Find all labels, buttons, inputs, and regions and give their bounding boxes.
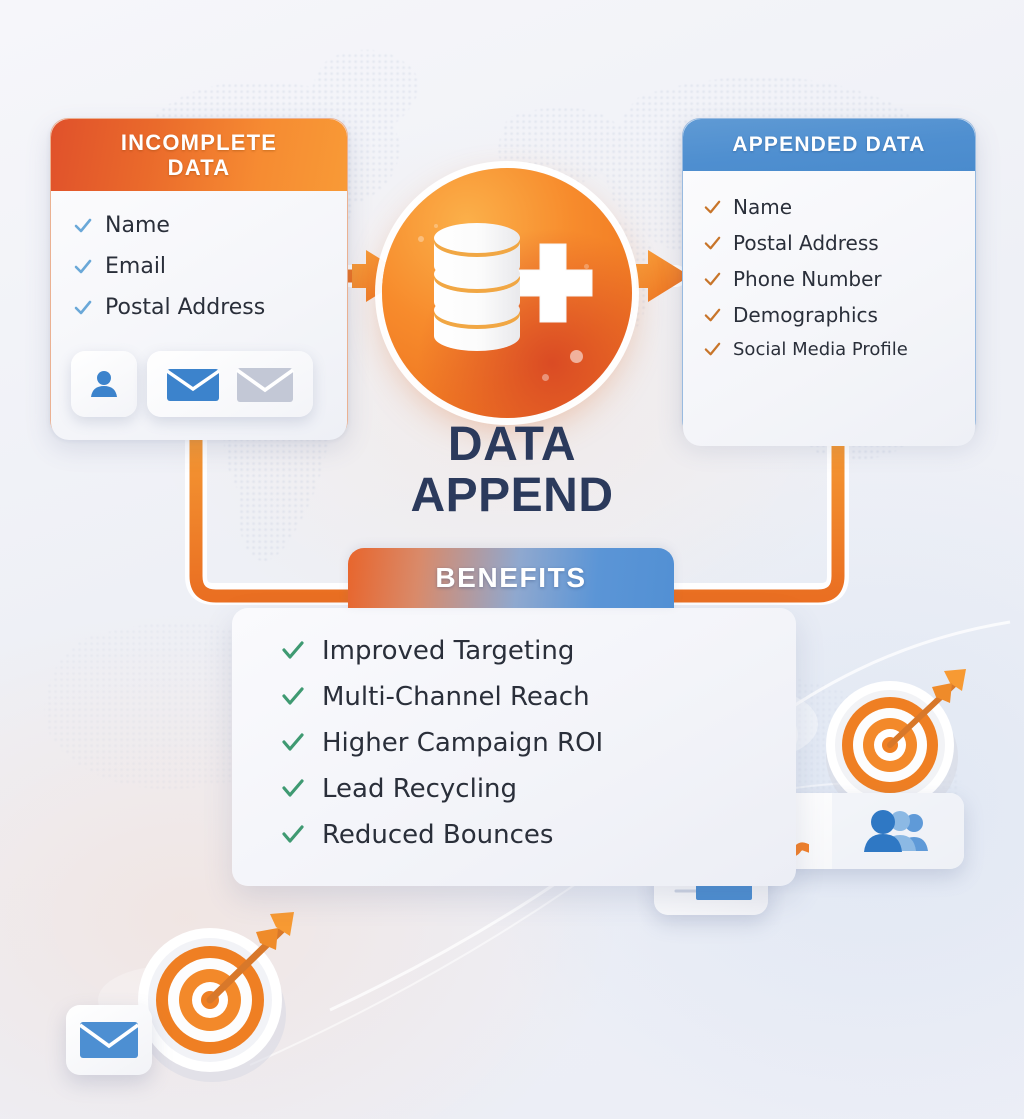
check-icon xyxy=(280,822,306,848)
list-item-label: Postal Address xyxy=(105,295,266,320)
check-icon xyxy=(280,776,306,802)
envelope-blue-icon xyxy=(166,369,220,401)
list-item[interactable]: Demographics xyxy=(703,303,975,327)
appended-data-body: Name Postal Address Phone Number xyxy=(683,171,975,446)
list-item[interactable]: Reduced Bounces xyxy=(280,820,796,850)
database-plus-icon xyxy=(434,223,593,351)
check-icon xyxy=(280,638,306,664)
check-icon xyxy=(703,306,722,325)
list-item[interactable]: Phone Number xyxy=(703,267,975,291)
list-item[interactable]: Lead Recycling xyxy=(280,774,796,804)
page-title-line2: APPEND xyxy=(410,468,614,522)
check-icon xyxy=(73,216,93,236)
check-icon xyxy=(703,340,722,359)
user-icon xyxy=(91,371,117,397)
incomplete-data-icon-row xyxy=(71,351,313,417)
appended-data-card[interactable]: APPENDED DATA Name Postal Address xyxy=(682,118,976,446)
benefits-header: BENEFITS xyxy=(348,548,674,608)
list-item-label: Higher Campaign ROI xyxy=(322,728,604,758)
check-icon xyxy=(703,270,722,289)
connector-center-to-appended xyxy=(624,250,690,302)
list-item[interactable]: Email xyxy=(73,254,347,279)
people-group-icon xyxy=(864,810,928,852)
list-item-label: Lead Recycling xyxy=(322,774,518,804)
list-item[interactable]: Postal Address xyxy=(73,295,347,320)
target-arrow-icon xyxy=(826,669,966,819)
incomplete-data-body: Name Email Postal Address xyxy=(51,191,347,440)
incomplete-data-title-line2: DATA xyxy=(167,155,231,180)
decor-email-card-left xyxy=(66,1005,152,1075)
decor-target-right xyxy=(812,665,972,830)
benefits-card[interactable]: Improved Targeting Multi-Channel Reach H… xyxy=(232,608,796,886)
list-item-label: Improved Targeting xyxy=(322,636,575,666)
check-icon xyxy=(280,684,306,710)
list-item[interactable]: Social Media Profile xyxy=(703,339,975,360)
check-icon xyxy=(280,730,306,756)
envelope-grey-icon xyxy=(235,368,295,402)
list-item-label: Reduced Bounces xyxy=(322,820,554,850)
appended-data-list: Name Postal Address Phone Number xyxy=(683,181,975,360)
user-chip[interactable] xyxy=(71,351,137,417)
list-item-label: Demographics xyxy=(733,303,878,327)
target-arrow-icon xyxy=(138,912,294,1082)
decor-target-left xyxy=(122,908,300,1091)
list-item[interactable]: Name xyxy=(703,195,975,219)
email-chip[interactable] xyxy=(147,351,313,417)
list-item-label: Phone Number xyxy=(733,267,882,291)
list-item[interactable]: Name xyxy=(73,213,347,238)
incomplete-data-title-line1: INCOMPLETE xyxy=(120,129,278,155)
benefits-list: Improved Targeting Multi-Channel Reach H… xyxy=(232,608,796,850)
list-item-label: Email xyxy=(105,254,167,279)
list-item-label: Name xyxy=(105,213,170,238)
check-icon xyxy=(703,198,722,217)
check-icon xyxy=(73,257,93,277)
page-title-line1: DATA xyxy=(447,418,577,471)
list-item[interactable]: Multi-Channel Reach xyxy=(280,682,796,712)
list-item[interactable]: Higher Campaign ROI xyxy=(280,728,796,758)
list-item-label: Social Media Profile xyxy=(733,339,908,360)
incomplete-data-card[interactable]: INCOMPLETE DATA Name Email xyxy=(50,118,348,440)
page-title: DATA APPEND xyxy=(0,418,1024,522)
check-icon xyxy=(703,234,722,253)
data-append-circle xyxy=(382,168,632,418)
incomplete-data-list: Name Email Postal Address xyxy=(51,195,347,320)
list-item[interactable]: Improved Targeting xyxy=(280,636,796,666)
check-icon xyxy=(73,298,93,318)
list-item-label: Name xyxy=(733,195,793,219)
list-item-label: Postal Address xyxy=(733,231,879,255)
appended-data-header: APPENDED DATA xyxy=(683,119,975,171)
envelope-blue-icon xyxy=(78,1022,140,1058)
incomplete-data-header: INCOMPLETE DATA xyxy=(51,119,347,191)
list-item-label: Multi-Channel Reach xyxy=(322,682,590,712)
list-item[interactable]: Postal Address xyxy=(703,231,975,255)
